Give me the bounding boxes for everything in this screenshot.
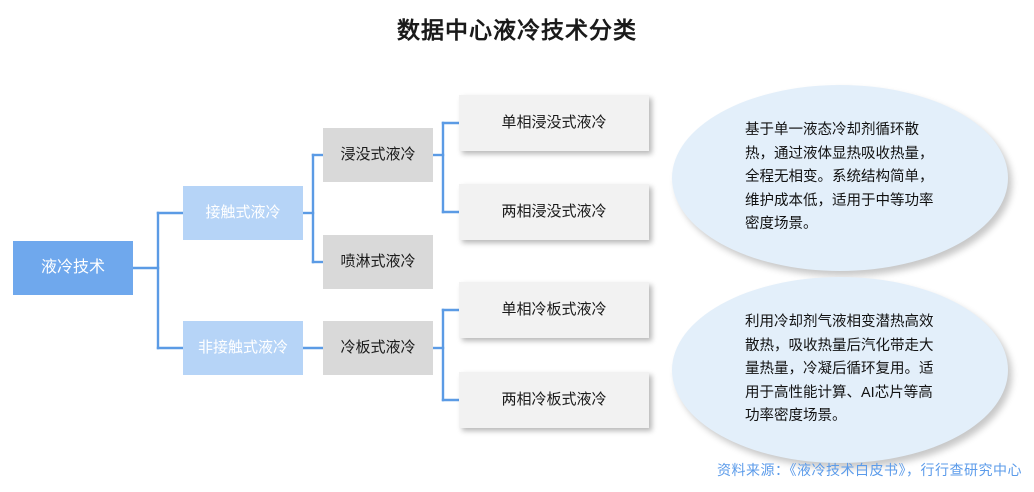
leaf-single-phase-immersion[interactable]: 单相浸没式液冷 — [459, 95, 649, 151]
leaf-single-phase-cold-plate[interactable]: 单相冷板式液冷 — [459, 282, 649, 338]
node-contact-liquid-cooling[interactable]: 接触式液冷 — [183, 186, 303, 240]
source-note: 资料来源：《液冷技术白皮书》，行行查研究中心 — [717, 462, 1022, 478]
callout-two-phase: 利用冷却剂气液相变潜热高效散热，吸收热量后汽化带走大量热量，冷凝后循环复用。适用… — [672, 277, 1008, 463]
leaf-two-phase-cold-plate[interactable]: 两相冷板式液冷 — [459, 372, 649, 428]
callout-two-phase-text: 利用冷却剂气液相变潜热高效散热，吸收热量后汽化带走大量热量，冷凝后循环复用。适用… — [745, 314, 934, 425]
callout-single-phase-text: 基于单一液态冷却剂循环散热，通过液体显热吸收热量，全程无相变。系统结构简单，维护… — [745, 122, 934, 233]
page-title: 数据中心液冷技术分类 — [397, 17, 637, 43]
leaf-two-phase-immersion[interactable]: 两相浸没式液冷 — [459, 184, 649, 240]
node-root[interactable]: 液冷技术 — [13, 241, 133, 295]
callout-single-phase: 基于单一液态冷却剂循环散热，通过液体显热吸收热量，全程无相变。系统结构简单，维护… — [672, 85, 1008, 271]
node-immersion-cooling[interactable]: 浸没式液冷 — [323, 128, 433, 182]
node-cold-plate-cooling[interactable]: 冷板式液冷 — [323, 321, 433, 375]
node-spray-cooling[interactable]: 喷淋式液冷 — [323, 235, 433, 289]
node-noncontact-liquid-cooling[interactable]: 非接触式液冷 — [183, 321, 303, 375]
